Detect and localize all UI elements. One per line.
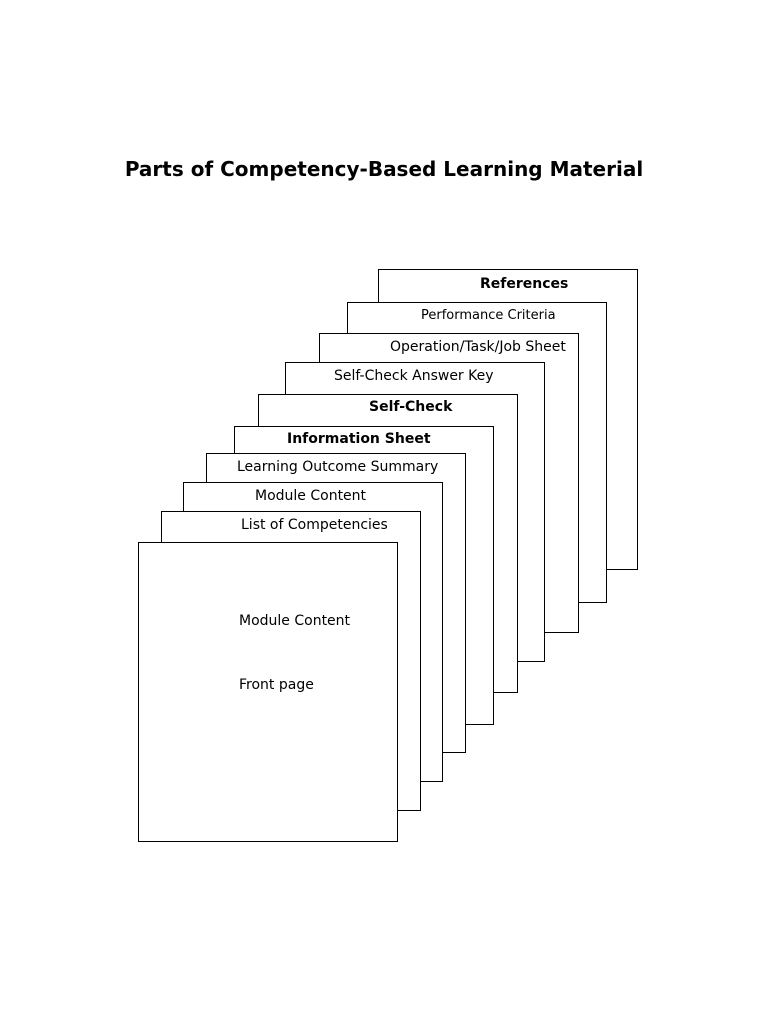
sheet-label-list-of-competencies: List of Competencies (241, 517, 388, 533)
sheet-label-self-check: Self-Check (369, 399, 453, 415)
front-page-label: Front page (239, 677, 314, 693)
diagram-title: Parts of Competency-Based Learning Mater… (124, 157, 644, 181)
sheet-label-information-sheet: Information Sheet (287, 431, 431, 447)
sheet-label-self-check-answer-key: Self-Check Answer Key (334, 368, 494, 384)
sheet-front-page: Module Content Front page (138, 542, 398, 842)
sheet-label-operation-task-job: Operation/Task/Job Sheet (390, 339, 566, 355)
sheet-label-references: References (480, 276, 569, 292)
sheet-label-learning-outcome-summary: Learning Outcome Summary (237, 459, 439, 475)
sheet-label-performance-criteria: Performance Criteria (421, 308, 556, 323)
sheet-label-module-content: Module Content (255, 488, 367, 504)
front-page-module-content: Module Content (239, 613, 351, 629)
